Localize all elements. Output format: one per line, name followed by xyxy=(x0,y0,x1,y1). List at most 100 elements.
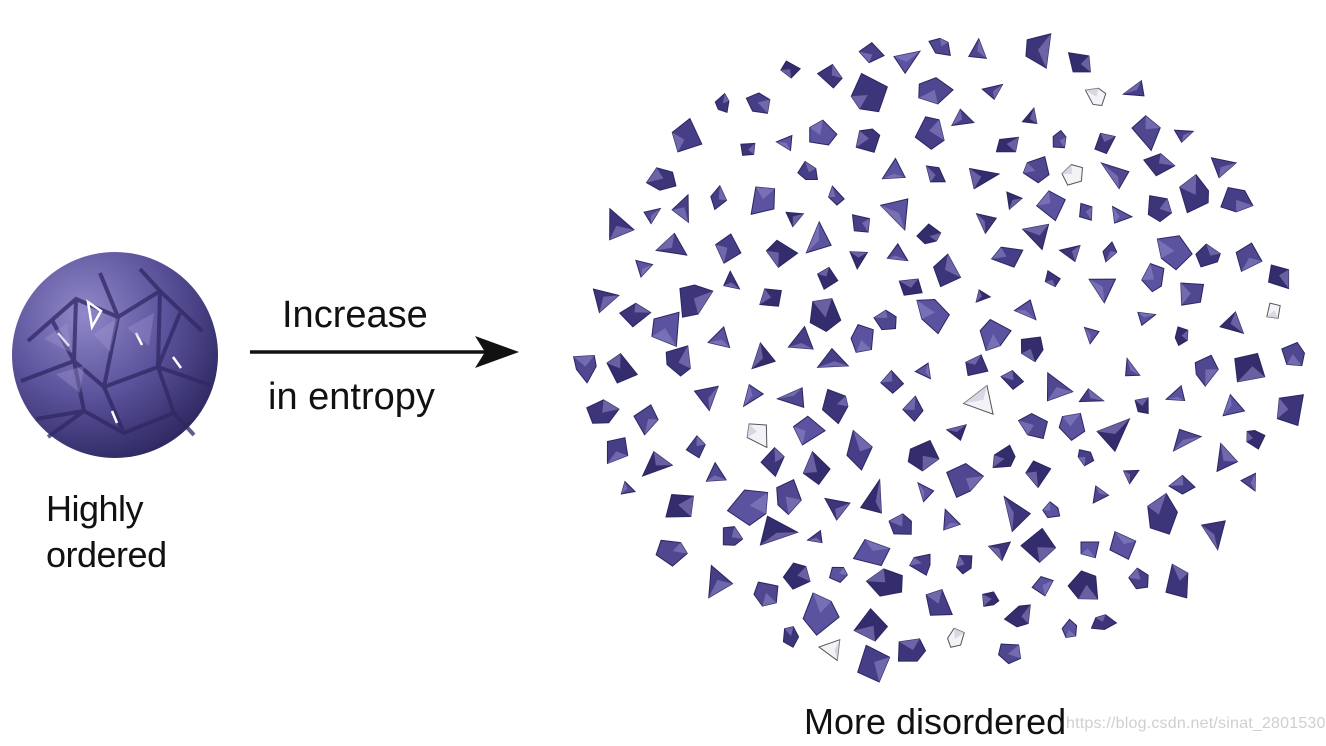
fragment xyxy=(1061,618,1078,639)
fragment xyxy=(645,167,677,191)
fragment xyxy=(897,638,927,662)
fragment xyxy=(916,298,950,335)
fragment xyxy=(987,541,1012,562)
fragment xyxy=(797,160,818,180)
fragment xyxy=(918,77,954,105)
fragment xyxy=(1111,205,1134,224)
fragment xyxy=(620,480,636,495)
more-disordered-label: More disordered xyxy=(804,701,1067,742)
fragment xyxy=(816,347,850,368)
fragment xyxy=(1088,278,1117,304)
fragment xyxy=(586,399,620,424)
fragment xyxy=(1022,155,1050,184)
fragment xyxy=(816,63,843,89)
fragment xyxy=(1219,311,1245,335)
fragment xyxy=(1234,352,1266,383)
fragment xyxy=(665,345,691,377)
fragment xyxy=(817,638,841,662)
fragment xyxy=(857,644,891,683)
fragment xyxy=(1131,115,1161,152)
fragment xyxy=(802,450,831,486)
fragment xyxy=(765,239,799,268)
fragment xyxy=(785,211,805,228)
fragment xyxy=(1094,132,1116,155)
fragment xyxy=(914,362,932,380)
fragment xyxy=(925,588,953,616)
fragment xyxy=(1067,570,1099,600)
fragment xyxy=(592,288,620,314)
fragment xyxy=(714,233,742,264)
fragment xyxy=(851,214,871,233)
fragment xyxy=(950,108,975,127)
entropy-arrow xyxy=(250,336,519,368)
fragment xyxy=(1067,52,1091,73)
fragment xyxy=(1220,186,1254,213)
fragment xyxy=(982,591,1000,607)
fragment xyxy=(606,353,639,384)
fragment xyxy=(928,37,951,57)
fragment xyxy=(1084,87,1107,106)
fragment xyxy=(1109,531,1137,560)
fragment xyxy=(665,494,695,518)
fragment xyxy=(992,444,1016,469)
fragment xyxy=(1195,243,1221,268)
fragment xyxy=(1216,442,1239,473)
ordered-sphere xyxy=(12,252,218,458)
watermark: https://blog.csdn.net/sinat_28015305 xyxy=(1066,715,1326,732)
fragment xyxy=(1020,336,1044,363)
fragment xyxy=(693,385,719,412)
fragment xyxy=(907,439,940,472)
fragment xyxy=(759,515,799,546)
fragment xyxy=(723,270,741,290)
fragment xyxy=(821,388,849,425)
fragment xyxy=(1200,520,1226,551)
fragment xyxy=(850,72,888,113)
fragment xyxy=(853,607,889,642)
fragment xyxy=(745,92,771,114)
fragment xyxy=(1090,614,1118,630)
fragment xyxy=(792,415,826,446)
fragment xyxy=(760,446,785,478)
fragment xyxy=(979,318,1012,352)
fragment xyxy=(609,207,635,241)
fragment xyxy=(850,323,874,353)
fragment xyxy=(1134,397,1149,415)
fragment xyxy=(1080,541,1100,559)
fragment xyxy=(710,184,728,211)
fragment xyxy=(780,60,801,79)
fragment xyxy=(1003,604,1031,628)
fragment xyxy=(1100,162,1130,190)
fragment xyxy=(886,242,909,262)
fragment xyxy=(858,41,885,64)
fragment xyxy=(873,309,897,331)
fragment xyxy=(742,383,765,408)
fragment xyxy=(726,489,769,527)
fragment xyxy=(1276,394,1304,427)
fragment xyxy=(651,311,680,348)
fragment xyxy=(776,387,805,408)
fragment xyxy=(722,526,744,546)
fragment xyxy=(1096,418,1131,453)
fragment xyxy=(1083,326,1100,345)
fragment xyxy=(880,369,905,394)
fragment xyxy=(805,220,832,254)
fragment xyxy=(782,562,811,590)
fragment xyxy=(846,429,873,471)
fragment xyxy=(824,497,851,521)
fragment xyxy=(879,198,909,231)
fragment xyxy=(746,423,768,449)
fragment xyxy=(981,83,1004,101)
fragment xyxy=(1180,282,1205,306)
fragment xyxy=(943,508,962,531)
fragment xyxy=(828,185,845,206)
fragment xyxy=(1168,474,1196,495)
fragment xyxy=(1122,469,1140,485)
fragment xyxy=(852,539,891,567)
fragment xyxy=(1021,107,1038,124)
fragment xyxy=(635,259,654,279)
fragment xyxy=(1143,153,1176,177)
fragment xyxy=(1079,202,1093,221)
fragment xyxy=(925,165,947,183)
fragment xyxy=(859,478,882,514)
